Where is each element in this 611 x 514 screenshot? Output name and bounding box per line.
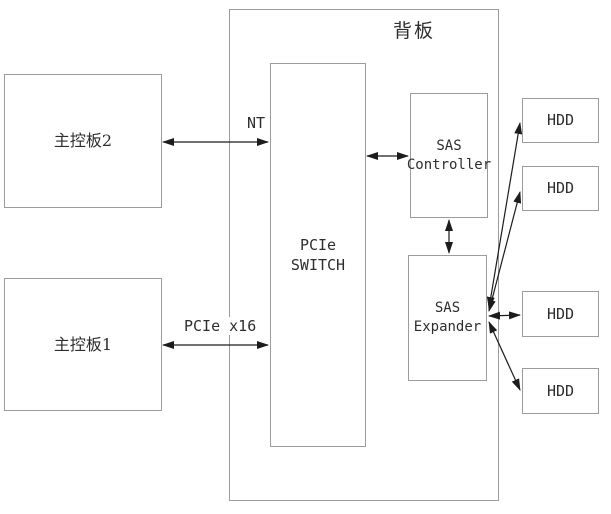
pcie-switch-label: PCIe SWITCH <box>290 235 346 274</box>
mainboard1-label: 主控板1 <box>53 334 113 354</box>
backplane-label: 背板 <box>393 20 436 42</box>
mainboard2-box: 主控板2 <box>4 74 162 208</box>
hdd4-label: HDD <box>546 381 575 400</box>
hdd4-box: HDD <box>522 368 599 414</box>
hdd2-box: HDD <box>522 166 599 211</box>
sas-controller-label: SAS Controller <box>406 137 492 173</box>
pcie-x16-link-label: PCIe x16 <box>183 317 258 335</box>
nt-link-label: NT <box>246 114 267 132</box>
mainboard2-label: 主控板2 <box>53 131 113 151</box>
hdd2-label: HDD <box>546 179 575 198</box>
mainboard1-box: 主控板1 <box>4 278 162 411</box>
sas-controller-box: SAS Controller <box>406 93 492 218</box>
hdd3-label: HDD <box>546 304 575 323</box>
hdd1-label: HDD <box>546 111 575 130</box>
hdd1-box: HDD <box>522 98 599 143</box>
sas-expander-label: SAS Expander <box>413 300 482 335</box>
pcie-switch-box: PCIe SWITCH <box>270 63 366 447</box>
hdd3-box: HDD <box>522 291 599 337</box>
sas-expander-box: SAS Expander <box>408 255 487 381</box>
